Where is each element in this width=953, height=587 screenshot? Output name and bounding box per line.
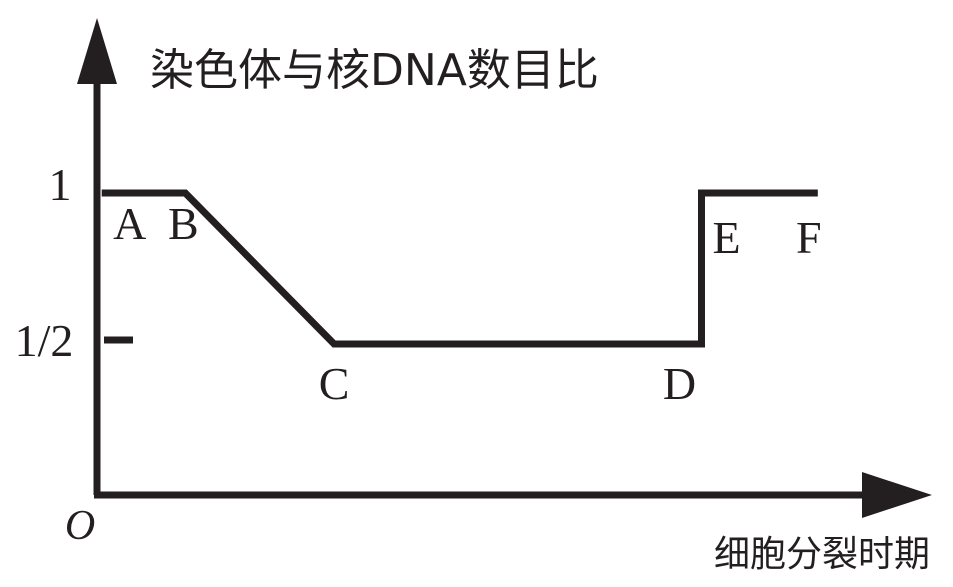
y-tick-label-1: 1 [49, 159, 72, 210]
point-label-d: D [663, 358, 696, 409]
point-label-f: F [796, 212, 822, 263]
point-label-c: C [319, 358, 350, 409]
series-line-0 [101, 189, 818, 348]
point-label-a: A [113, 198, 146, 249]
point-label-b: B [168, 198, 199, 249]
point-label-e: E [712, 212, 740, 263]
x-axis-arrow [862, 472, 932, 518]
y-axis-label: 染色体与核DNA数目比 [150, 45, 599, 96]
origin-label: O [65, 503, 95, 549]
x-axis-label: 细胞分裂时期 [714, 534, 930, 575]
y-axis-arrow [77, 18, 117, 84]
y-tick-label-half: 1/2 [15, 315, 74, 366]
